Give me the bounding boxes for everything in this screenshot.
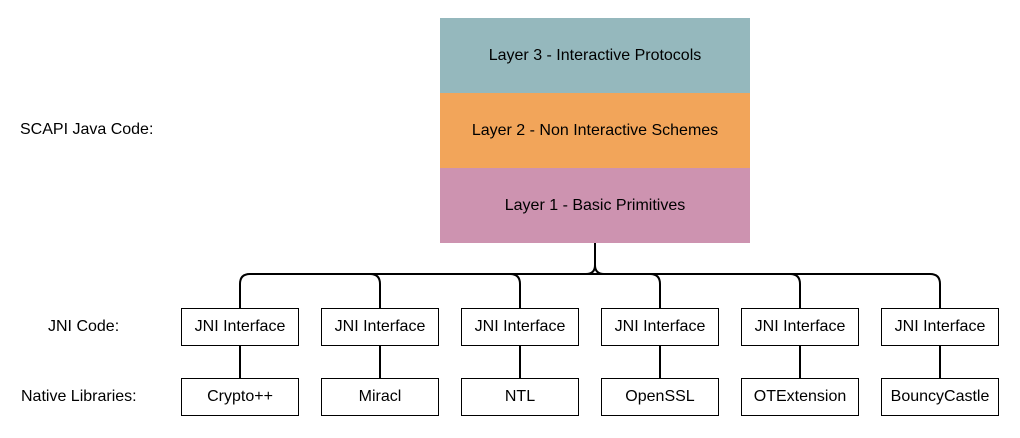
drop-1 <box>239 273 251 309</box>
native-libraries-label: Native Libraries: <box>21 388 137 405</box>
drop-5 <box>789 273 801 309</box>
native-library-ntl-box: NTL <box>461 378 579 416</box>
jni-interface-label: JNI Interface <box>754 318 846 335</box>
layer-2-box: Layer 2 - Non Interactive Schemes <box>440 93 750 168</box>
layer-3-label: Layer 3 - Interactive Protocols <box>488 46 702 64</box>
layer-1-box: Layer 1 - Basic Primitives <box>440 168 750 243</box>
java-code-label: SCAPI Java Code: <box>20 121 154 138</box>
native-library-label: Crypto++ <box>207 388 273 405</box>
drop-2 <box>369 273 381 309</box>
layer-1-label: Layer 1 - Basic Primitives <box>504 196 686 214</box>
drop-4 <box>649 273 661 309</box>
jni-interface-label: JNI Interface <box>614 318 706 335</box>
jni-interface-box: JNI Interface <box>461 308 579 346</box>
jni-interface-label: JNI Interface <box>194 318 286 335</box>
native-library-openssl-box: OpenSSL <box>601 378 719 416</box>
jni-interface-box: JNI Interface <box>741 308 859 346</box>
drop-6 <box>929 273 941 309</box>
trunk-line <box>585 242 605 275</box>
layer-3-box: Layer 3 - Interactive Protocols <box>440 18 750 93</box>
jni-code-label: JNI Code: <box>48 318 120 335</box>
jni-interface-label: JNI Interface <box>334 318 426 335</box>
native-library-label: Miracl <box>358 388 402 405</box>
native-library-label: NTL <box>504 388 536 405</box>
native-library-miracl-box: Miracl <box>321 378 439 416</box>
jni-interface-label: JNI Interface <box>474 318 566 335</box>
jni-interface-label: JNI Interface <box>894 318 986 335</box>
native-library-label: BouncyCastle <box>890 388 990 405</box>
native-library-crypto-box: Crypto++ <box>181 378 299 416</box>
native-library-bouncycastle-box: BouncyCastle <box>881 378 999 416</box>
jni-interface-box: JNI Interface <box>181 308 299 346</box>
native-library-label: OpenSSL <box>625 388 695 405</box>
jni-interface-box: JNI Interface <box>881 308 999 346</box>
native-library-otextension-box: OTExtension <box>741 378 859 416</box>
drop-3 <box>509 273 521 309</box>
jni-interface-box: JNI Interface <box>321 308 439 346</box>
layer-2-label: Layer 2 - Non Interactive Schemes <box>471 121 719 139</box>
native-library-label: OTExtension <box>753 388 847 405</box>
jni-interface-box: JNI Interface <box>601 308 719 346</box>
